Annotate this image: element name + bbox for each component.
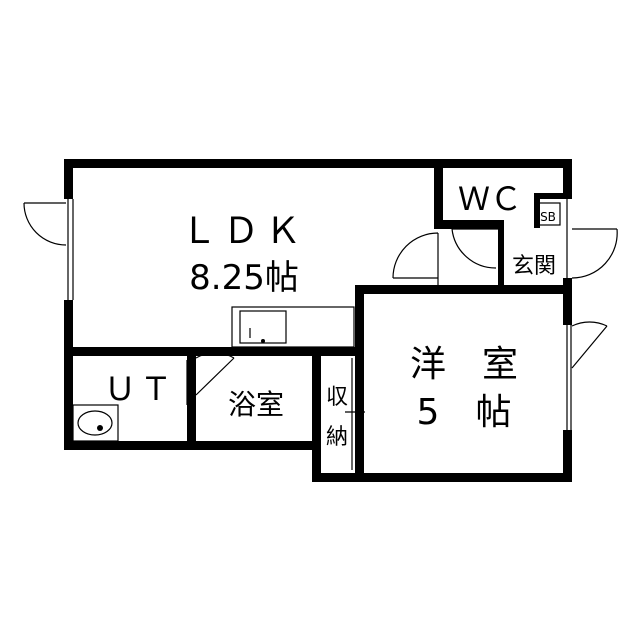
room-yoshitsu-name: 洋 室 bbox=[410, 344, 518, 385]
room-sb-name: SB bbox=[540, 210, 556, 224]
room-labels: ＬＤＫ 8.25帖 ＷＣ SB 玄関 洋 室 5 帖 ＵＴ 浴室 収 納 bbox=[104, 180, 556, 450]
room-ldk-name: ＬＤＫ bbox=[181, 211, 307, 252]
room-wc-name: ＷＣ bbox=[458, 180, 522, 218]
room-genkan-name: 玄関 bbox=[512, 254, 556, 279]
room-ut-name: ＵＴ bbox=[104, 370, 176, 408]
room-shuno-line1: 収 bbox=[326, 385, 348, 410]
doors bbox=[23, 199, 618, 470]
fixtures bbox=[72, 202, 561, 442]
room-yokushitsu-name: 浴室 bbox=[228, 388, 284, 421]
room-ldk-size: 8.25帖 bbox=[189, 258, 299, 298]
room-yoshitsu-size: 5 帖 bbox=[417, 392, 512, 433]
room-shuno-line2: 納 bbox=[326, 425, 348, 450]
